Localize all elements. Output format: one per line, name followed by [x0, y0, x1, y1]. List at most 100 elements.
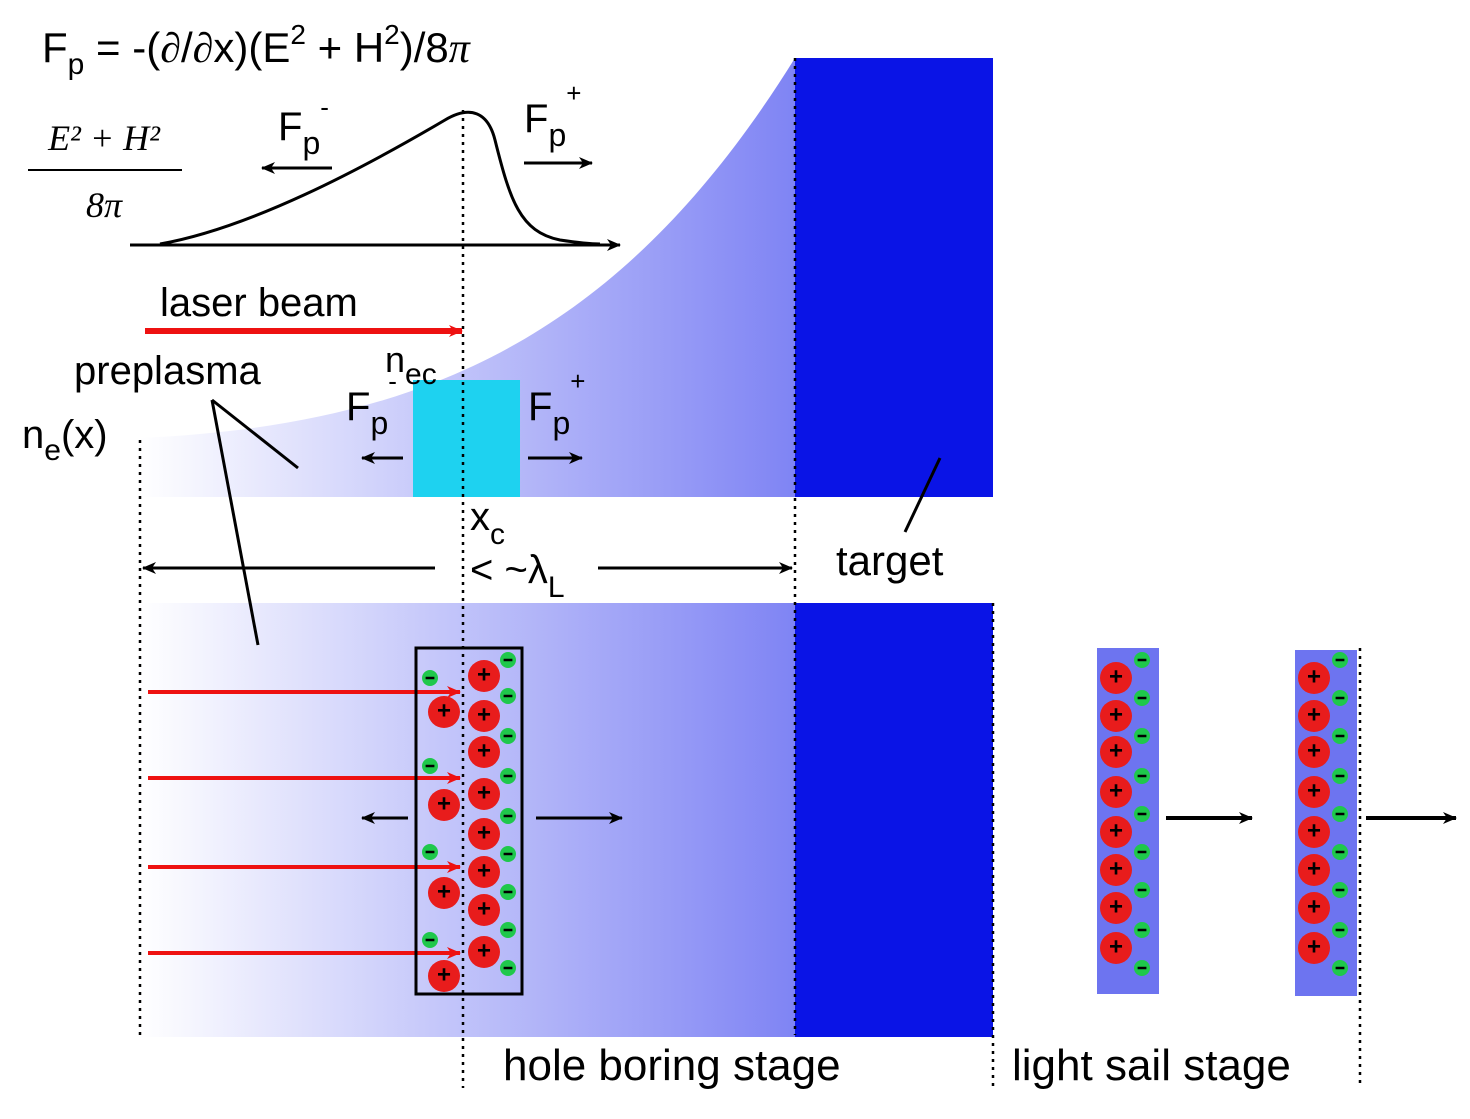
electron-minus [422, 670, 438, 686]
svg-text:+: + [1307, 702, 1321, 729]
svg-text:+: + [1307, 894, 1321, 921]
electron-minus [500, 922, 516, 938]
light-sail-stage-label: light sail stage [1012, 1041, 1291, 1090]
electron-minus [1332, 960, 1348, 976]
svg-text:+: + [477, 738, 491, 765]
svg-text:+: + [1109, 702, 1123, 729]
ion-plus: + [468, 894, 500, 926]
svg-text:+: + [1109, 664, 1123, 691]
svg-text:+: + [1307, 778, 1321, 805]
force-minus-label-upper: Fp- [278, 92, 329, 161]
svg-text:+: + [477, 820, 491, 847]
electron-minus [500, 884, 516, 900]
laser-beam-label: laser beam [160, 281, 358, 325]
electron-minus [1332, 922, 1348, 938]
skin-depth-label: < ~λL [470, 548, 565, 604]
ion-plus: + [428, 877, 460, 909]
svg-text:+: + [1307, 934, 1321, 961]
ion-plus: + [1100, 932, 1132, 964]
preplasma-pointer-lower [210, 399, 260, 646]
target-label: target [836, 537, 944, 584]
svg-text:+: + [477, 702, 491, 729]
ion-plus: + [1100, 736, 1132, 768]
svg-text:+: + [477, 662, 491, 689]
ion-plus: + [428, 960, 460, 992]
preplasma-label: preplasma [74, 349, 262, 393]
svg-text:+: + [477, 780, 491, 807]
ion-plus: + [468, 936, 500, 968]
ion-plus: + [468, 818, 500, 850]
density-profile-label: ne(x) [22, 413, 108, 467]
light-sail-charges: ++++++++++++++++ [1100, 652, 1348, 976]
ion-plus: + [1298, 776, 1330, 808]
ion-plus: + [428, 789, 460, 821]
preplasma-pointer-upper [211, 398, 299, 470]
svg-text:+: + [477, 858, 491, 885]
energy-density-numerator: E² + H² [47, 118, 161, 158]
svg-text:+: + [1109, 778, 1123, 805]
svg-text:+: + [1307, 856, 1321, 883]
electron-minus [1134, 922, 1150, 938]
electron-minus [1332, 652, 1348, 668]
svg-text:+: + [1307, 738, 1321, 765]
electron-minus [500, 846, 516, 862]
ion-plus: + [1100, 662, 1132, 694]
ion-plus: + [468, 660, 500, 692]
target-pointer [903, 457, 942, 533]
svg-text:+: + [1109, 934, 1123, 961]
plasma-lower [140, 603, 795, 1037]
ion-plus: + [428, 696, 460, 728]
density-profile-upper [140, 58, 795, 497]
electron-minus [422, 932, 438, 948]
target-upper [795, 58, 993, 497]
electron-minus [1332, 882, 1348, 898]
svg-text:+: + [437, 698, 451, 725]
ion-plus: + [1298, 932, 1330, 964]
ion-plus: + [1298, 816, 1330, 848]
ion-plus: + [1298, 892, 1330, 924]
electron-minus [1134, 844, 1150, 860]
ion-plus: + [468, 700, 500, 732]
ion-plus: + [468, 778, 500, 810]
electron-minus [1134, 960, 1150, 976]
electron-minus [422, 758, 438, 774]
electron-minus [500, 808, 516, 824]
electron-minus [500, 688, 516, 704]
electron-minus [1332, 844, 1348, 860]
target-lower [795, 603, 993, 1037]
electron-minus [1134, 806, 1150, 822]
electron-minus [500, 768, 516, 784]
electron-minus [500, 652, 516, 668]
electron-minus [1134, 728, 1150, 744]
svg-text:+: + [437, 962, 451, 989]
electron-minus [1332, 690, 1348, 706]
svg-text:+: + [1109, 894, 1123, 921]
ion-plus: + [468, 736, 500, 768]
ponderomotive-force-formula: Fp = -(∂/∂x)(E2 + H2)/8π [42, 19, 471, 81]
force-plus-label-upper: Fp+ [524, 78, 581, 153]
ion-plus: + [1100, 816, 1132, 848]
laser-rays [148, 686, 461, 959]
electron-minus [1332, 806, 1348, 822]
svg-text:+: + [1307, 818, 1321, 845]
ion-plus: + [1298, 700, 1330, 732]
energy-density-denominator: 8π [86, 185, 123, 225]
electron-minus [1332, 768, 1348, 784]
svg-text:+: + [477, 938, 491, 965]
electron-minus [1134, 768, 1150, 784]
ion-plus: + [468, 856, 500, 888]
ion-plus: + [1100, 700, 1132, 732]
electron-minus [500, 728, 516, 744]
svg-text:+: + [1109, 818, 1123, 845]
ion-plus: + [1100, 892, 1132, 924]
ion-plus: + [1298, 854, 1330, 886]
ion-plus: + [1100, 776, 1132, 808]
electron-minus [1134, 690, 1150, 706]
hole-boring-layer-box [414, 646, 524, 996]
electron-minus [1134, 882, 1150, 898]
electron-minus [1134, 652, 1150, 668]
svg-text:+: + [1307, 664, 1321, 691]
hole-boring-charges: ++++++++++++ [422, 652, 516, 992]
force-plus-label-lower: Fp+ [528, 366, 585, 441]
